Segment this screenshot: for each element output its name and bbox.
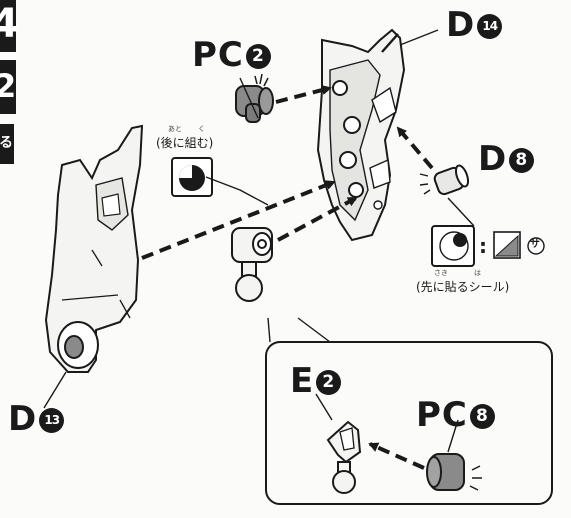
label-pc2-number: 2: [245, 44, 271, 69]
sticker-first-icon: [431, 225, 475, 267]
ruby-ato: あと: [168, 125, 182, 133]
ruby-ha: は: [474, 269, 481, 277]
leader-pc2: [239, 77, 259, 119]
sticker-triangle-icon: [493, 231, 521, 259]
label-d13-number: 13: [39, 408, 65, 433]
sticker-code: サ: [530, 239, 540, 250]
leader-later: [205, 176, 269, 206]
leader-e2: [315, 393, 333, 421]
step-badge-box: [0, 60, 16, 114]
step-number-box: [0, 0, 16, 52]
part-d14-frame: [316, 28, 406, 242]
label-d13-letters: D: [8, 399, 38, 439]
arrow-d13-to-d14: [141, 180, 336, 260]
label-d8-letters: D: [478, 139, 508, 179]
leader-pc8: [447, 419, 459, 453]
part-pc8-polycap: [426, 453, 482, 491]
label-pc8-letters: PC: [416, 395, 468, 435]
label-pc2-letters: PC: [192, 35, 244, 75]
label-e2-letters: E: [290, 361, 315, 401]
arrow-d8-to-d14: [396, 126, 434, 170]
leader-d14: [399, 29, 439, 46]
part-d8-peg: [419, 164, 470, 196]
arrow-pc8-to-e2: [368, 442, 425, 470]
part-e2: [326, 420, 362, 494]
sticker-code-circle: [527, 237, 545, 255]
label-pc8-number: 8: [469, 404, 495, 429]
part-d13-leg: [44, 124, 144, 373]
note-assemble-later: (後に組む): [156, 136, 214, 150]
ruby-ku: く: [198, 125, 205, 133]
step-side-box: [0, 124, 14, 164]
label-d14-letters: D: [446, 5, 476, 45]
ruby-saki: さき: [434, 269, 448, 277]
callout-pointer: [267, 317, 331, 343]
label-e2-number: 2: [316, 370, 342, 395]
sticker-later-icon: [171, 157, 213, 197]
label-d14-number: 14: [477, 14, 503, 39]
step-number: 4: [0, 1, 19, 47]
sticker-colon: :: [479, 234, 487, 258]
assembly-arrows: [141, 85, 434, 260]
leader-d13: [43, 371, 67, 409]
label-d8-number: 8: [509, 148, 535, 173]
step-side-text: る: [0, 135, 13, 151]
note-sticker-first: (先に貼るシール): [416, 280, 510, 294]
arrow-joint-to-d14: [277, 196, 358, 242]
arrow-pc2-to-d14: [275, 85, 332, 104]
part-ball-joint: [231, 227, 273, 302]
leader-d8: [447, 197, 475, 227]
step-badge: 2: [0, 67, 17, 105]
